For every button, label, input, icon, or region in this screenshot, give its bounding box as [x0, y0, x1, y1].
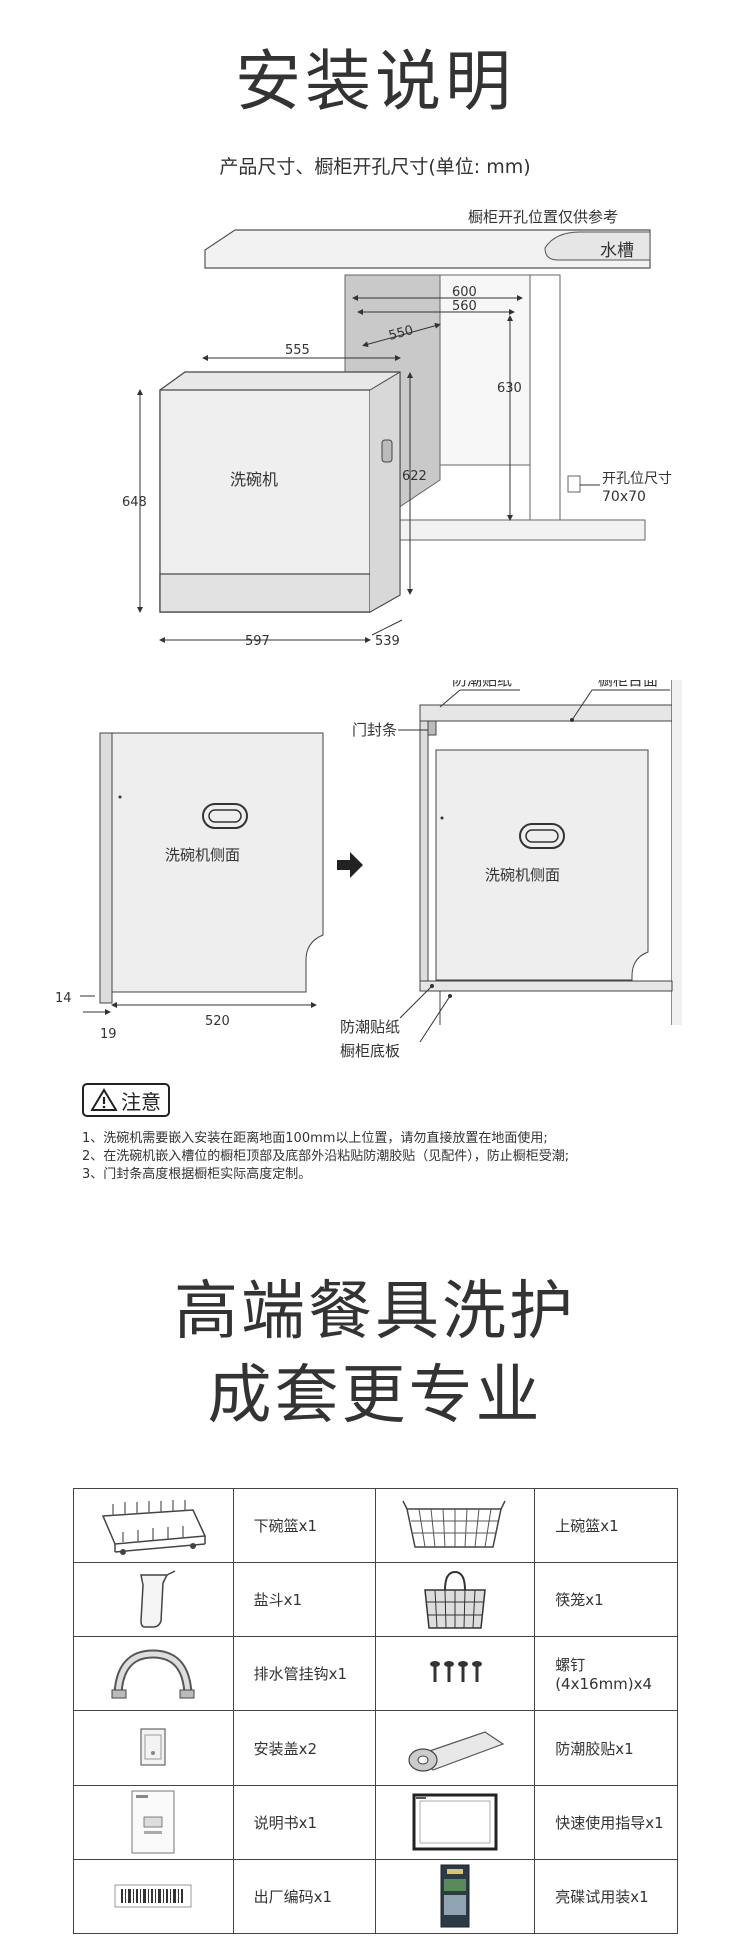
dim-560: 560: [452, 299, 477, 314]
accessory-image-cell: [73, 1487, 234, 1564]
table-row: 安装盖x2 防潮胶贴x1: [73, 1710, 678, 1786]
accessory-image-cell: [73, 1636, 234, 1712]
salt-funnel-icon: [140, 1570, 176, 1628]
countertop-shape: [204, 229, 651, 269]
accessory-label: 上碗篮x1: [534, 1487, 678, 1564]
lower-basket-icon: [102, 1499, 207, 1555]
attention-badge: 注意: [82, 1083, 170, 1117]
sink-label: 水槽: [600, 241, 634, 261]
table-row: 盐斗x1 筷笼x1: [73, 1562, 678, 1638]
dim-555: 555: [285, 343, 310, 358]
page-title: 安装说明: [235, 43, 515, 120]
note-item: 1、洗碗机需要嵌入安装在距离地面100mm以上位置，请勿直接放置在地面使用;: [82, 1131, 548, 1146]
side-label-right: 洗碗机侧面: [485, 866, 560, 884]
accessory-image-cell: [374, 1858, 536, 1935]
page-subtitle: 产品尺寸、橱柜开孔尺寸(单位: mm): [219, 156, 531, 178]
table-row: 排水管挂钩x1 螺钉(4x16mm)x4: [73, 1636, 678, 1712]
attention-label: 注意: [121, 1089, 161, 1114]
accessory-label: 快速使用指导x1: [534, 1784, 678, 1860]
accessory-label: 亮碟试用装x1: [534, 1858, 678, 1935]
dim-600: 600: [452, 285, 477, 300]
accessory-label: 筷笼x1: [534, 1562, 678, 1638]
quick-guide-card-icon: [412, 1793, 498, 1851]
accessory-label: 螺钉(4x16mm)x4: [534, 1636, 678, 1712]
mounting-cover-icon: [140, 1728, 166, 1766]
cutlery-basket-icon: [424, 1570, 486, 1629]
slogan: 高端餐具洗护 成套更专业: [0, 1270, 750, 1438]
warning-icon: [91, 1088, 117, 1111]
dim-622: 622: [402, 469, 427, 484]
dim-550: 550: [387, 323, 415, 344]
side-view-diagram: 洗碗机侧面 14 19 520 洗碗机侧面 防潮贴纸 橱柜台面 门封条 防潮贴纸…: [55, 680, 682, 1060]
dim-597: 597: [245, 634, 270, 649]
upper-basket-icon: [402, 1500, 506, 1548]
accessory-label: 出厂编码x1: [232, 1858, 376, 1935]
attention-notes: 1、洗碗机需要嵌入安装在距离地面100mm以上位置，请勿直接放置在地面使用; 2…: [82, 1130, 569, 1184]
arrow-right-icon: [337, 852, 363, 878]
accessory-label: 盐斗x1: [232, 1562, 376, 1638]
rinse-aid-sample-icon: [440, 1864, 470, 1928]
dishwasher-side-left: [99, 732, 324, 1004]
slogan-line-1: 高端餐具洗护: [174, 1275, 576, 1349]
installed-view: [419, 680, 682, 1025]
accessory-image-cell: [374, 1487, 536, 1564]
dim-19: 19: [100, 1027, 117, 1042]
accessory-label: 下碗篮x1: [232, 1487, 376, 1564]
side-label-left: 洗碗机侧面: [165, 846, 240, 864]
dishwasher-shape: [159, 371, 401, 613]
table-row: 说明书x1 快速使用指导x1: [73, 1784, 678, 1860]
accessory-image-cell: [73, 1562, 234, 1638]
accessory-image-cell: [73, 1858, 234, 1935]
accessory-image-cell: [73, 1710, 234, 1786]
appliance-label: 洗碗机: [230, 470, 278, 489]
dim-648: 648: [122, 495, 147, 510]
note-item: 2、在洗碗机嵌入槽位的橱柜顶部及底部外沿粘贴防潮胶贴（见配件），防止橱柜受潮;: [82, 1149, 570, 1164]
table-row: 出厂编码x1 亮碟试用装x1: [73, 1858, 678, 1935]
moisture-sticker-top-label: 防潮贴纸: [452, 680, 512, 689]
accessories-table: 下碗篮x1 上碗篮x1 盐斗x1 筷笼x1: [73, 1487, 678, 1935]
cabinet-bottom-label: 橱柜底板: [340, 1042, 400, 1060]
slogan-line-2: 成套更专业: [207, 1359, 543, 1433]
accessory-label: 防潮胶贴x1: [534, 1710, 678, 1786]
door-strip-label: 门封条: [352, 721, 397, 739]
accessory-label: 排水管挂钩x1: [232, 1636, 376, 1712]
note-item: 3、门封条高度根据橱柜实际高度定制。: [82, 1167, 312, 1182]
dim-539: 539: [375, 634, 400, 649]
screws-icon: [429, 1660, 482, 1682]
hole-size-note: 开孔位尺寸: [602, 471, 672, 487]
dimension-diagram: 橱柜开孔位置仅供参考 水槽 600 560 550 630 洗碗机 555 64…: [122, 208, 672, 649]
dim-630: 630: [497, 381, 522, 396]
countertop-label: 橱柜台面: [598, 680, 658, 689]
accessory-label: 安装盖x2: [232, 1710, 376, 1786]
accessory-image-cell: [374, 1784, 536, 1860]
accessory-image-cell: [73, 1784, 234, 1860]
manual-booklet-icon: [131, 1790, 175, 1854]
reference-note: 橱柜开孔位置仅供参考: [468, 208, 618, 226]
table-row: 下碗篮x1 上碗篮x1: [73, 1487, 678, 1564]
accessory-image-cell: [374, 1636, 536, 1712]
dim-14: 14: [55, 991, 72, 1006]
hole-size-value: 70x70: [602, 489, 646, 505]
accessory-image-cell: [374, 1710, 536, 1786]
moisture-sticker-bottom-label: 防潮贴纸: [340, 1018, 400, 1036]
accessory-image-cell: [374, 1562, 536, 1638]
accessory-label: 说明书x1: [232, 1784, 376, 1860]
dim-520: 520: [205, 1014, 230, 1029]
barcode-label-icon: [114, 1884, 192, 1908]
moisture-tape-roll-icon: [408, 1731, 505, 1772]
drain-hose-hook-icon: [111, 1649, 195, 1699]
